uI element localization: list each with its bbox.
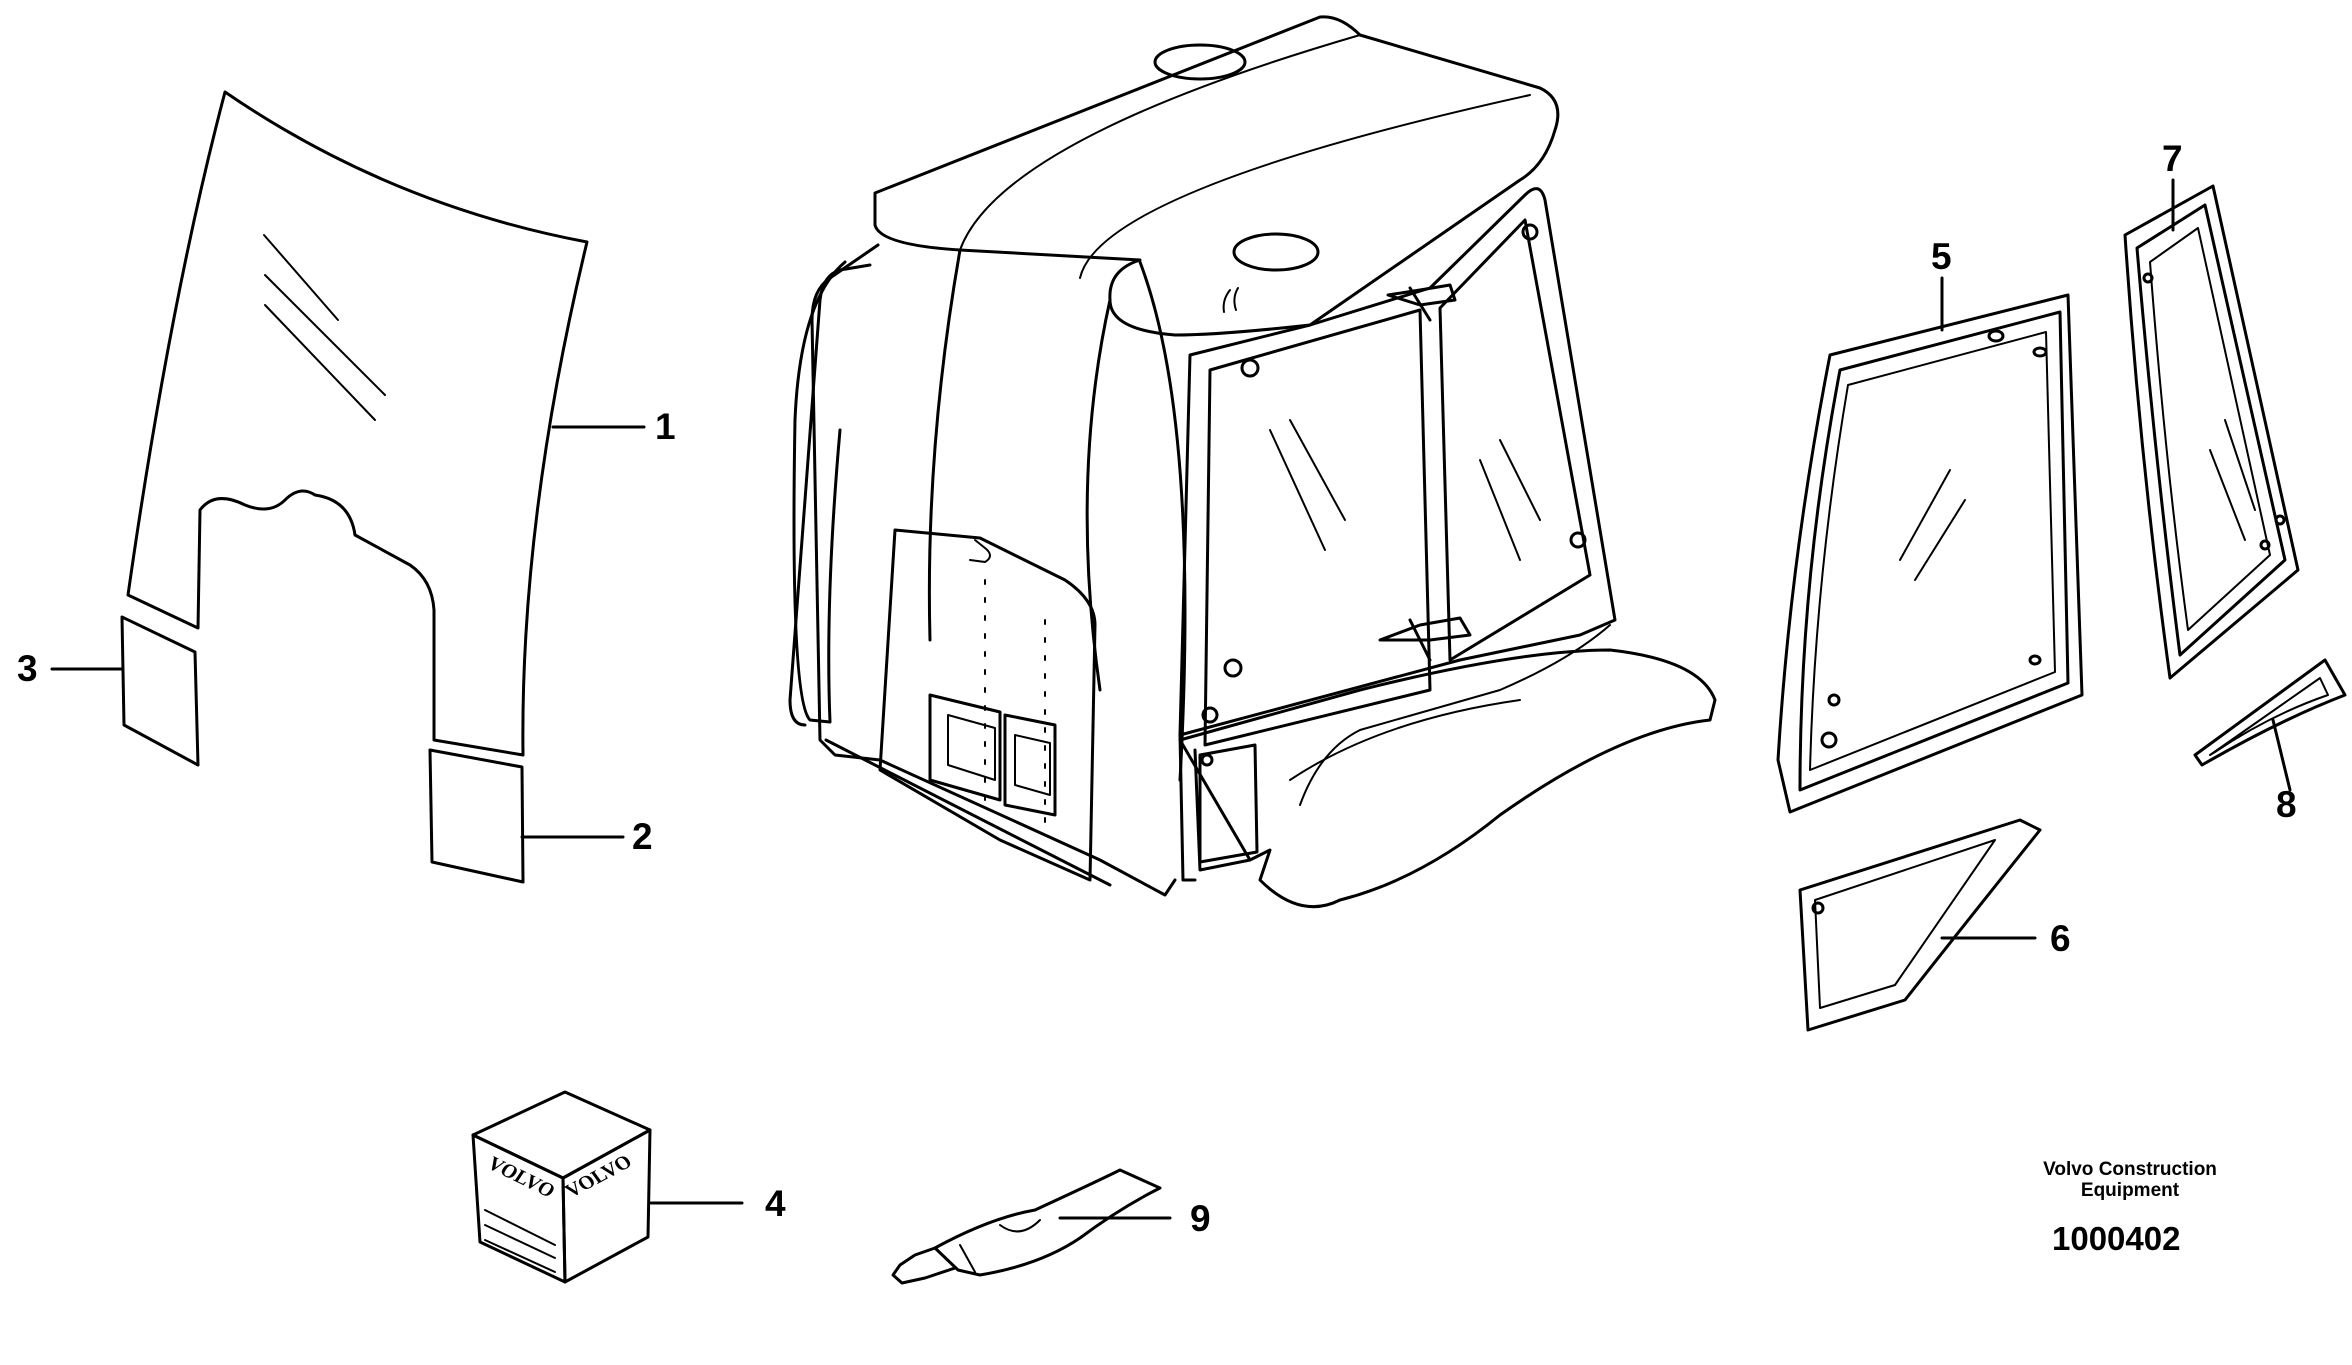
rear-glass-7 — [2123, 184, 2300, 680]
callout-7: 7 — [2162, 138, 2183, 179]
small-glass-2 — [428, 748, 525, 884]
small-glass-3 — [120, 615, 200, 767]
brand-line-1: Volvo Construction — [2043, 1159, 2217, 1180]
callout-8: 8 — [2276, 784, 2297, 825]
box-brand-left: VOLVO — [483, 1153, 559, 1202]
callout-1: 1 — [655, 406, 676, 447]
leader-lines — [50, 178, 2292, 1220]
volvo-box — [471, 1090, 652, 1284]
callout-6: 6 — [2050, 918, 2071, 959]
callout-3: 3 — [17, 648, 38, 689]
brand-line-2: Equipment — [2080, 1180, 2180, 1201]
brand-footer: Volvo Construction Equipment — [2010, 1160, 2250, 1200]
triangle-glass-8 — [2193, 658, 2347, 767]
cab-body — [788, 15, 1717, 909]
document-number: 1000402 — [2052, 1220, 2181, 1257]
lower-glass-6 — [1798, 818, 2042, 1032]
callout-4: 4 — [765, 1183, 786, 1224]
windshield-glass — [126, 90, 589, 757]
callout-5: 5 — [1931, 236, 1952, 277]
callout-2: 2 — [632, 816, 653, 857]
callout-9: 9 — [1190, 1198, 1211, 1239]
sealant-tube — [891, 1168, 1162, 1285]
door-glass-5 — [1776, 293, 2084, 814]
